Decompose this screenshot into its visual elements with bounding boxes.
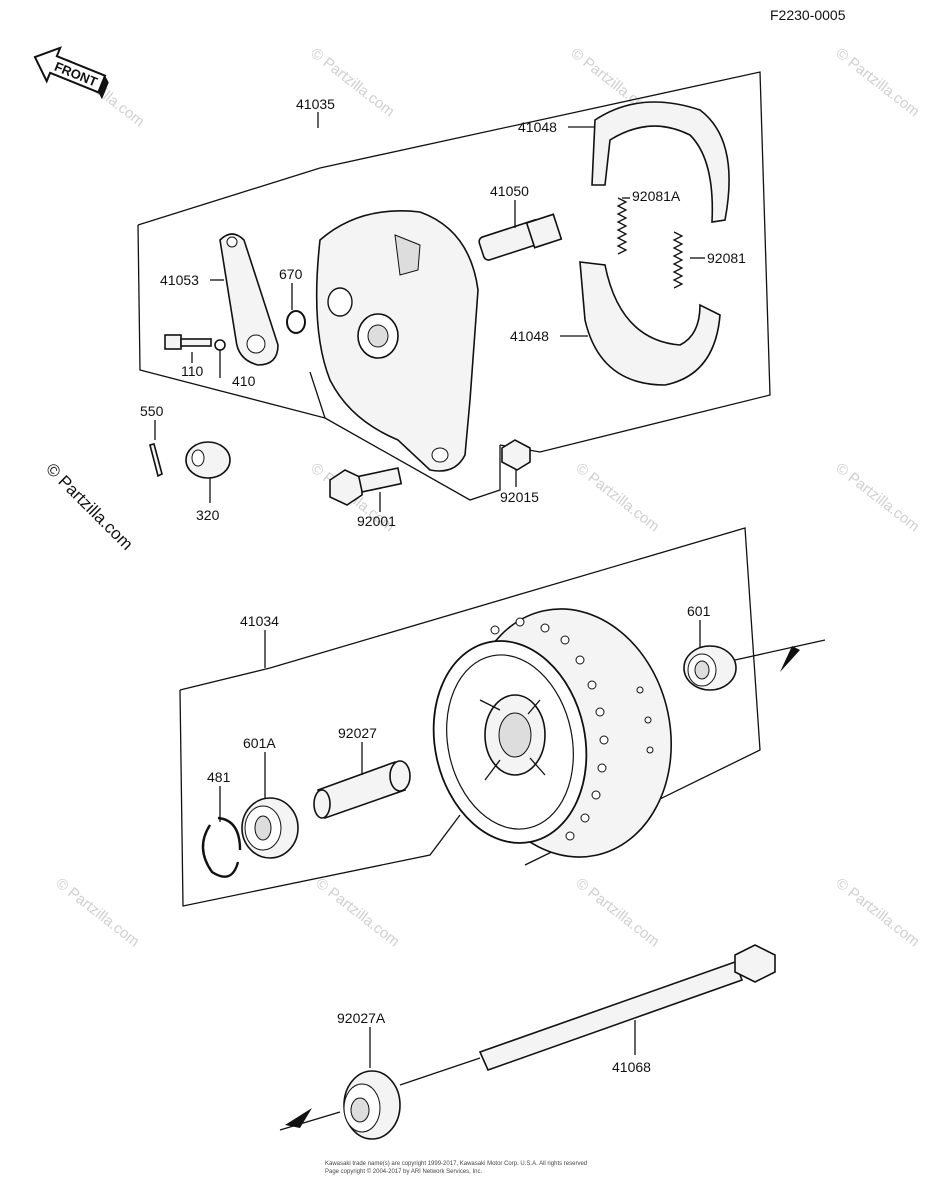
label-41048-upper: 41048 — [518, 119, 557, 135]
watermark: © Partzilla.com — [573, 875, 663, 951]
label-92001: 92001 — [357, 513, 396, 529]
figure-id: F2230-0005 — [770, 7, 846, 23]
watermark: © Partzilla.com — [833, 875, 923, 951]
group-outline — [137, 224, 326, 419]
seal-670 — [286, 310, 306, 334]
spacer-92027 — [313, 760, 411, 820]
copyright-line-2: Page copyright © 2004-2017 by ARI Networ… — [325, 1168, 482, 1175]
label-41068: 41068 — [612, 1059, 651, 1075]
group-outline — [324, 417, 501, 501]
label-41035: 41035 — [296, 96, 335, 112]
label-41050: 41050 — [490, 183, 529, 199]
label-601A: 601A — [243, 735, 276, 751]
label-110: 110 — [181, 363, 204, 379]
label-670: 670 — [279, 266, 303, 282]
watermark: © Partzilla.com — [53, 875, 143, 951]
label-320: 320 — [196, 507, 220, 523]
copyright-line-1: Kawasaki trade name(s) are copyright 199… — [325, 1161, 587, 1167]
castle-nut-320 — [185, 441, 231, 479]
watermark: © Partzilla.com — [313, 875, 403, 951]
camshaft — [478, 213, 563, 261]
group-outline — [179, 689, 461, 907]
brake-panel-group — [137, 71, 771, 512]
spring-92081 — [672, 231, 684, 289]
brake-shoe-lower — [579, 261, 721, 386]
watermark: © Partzilla.com — [573, 460, 663, 536]
label-41048-lower: 41048 — [510, 328, 549, 344]
label-92081A: 92081A — [632, 188, 681, 204]
axis-arrow-icon — [285, 1108, 312, 1128]
label-481: 481 — [207, 769, 231, 785]
brake-shoe-upper — [591, 101, 730, 223]
label-550: 550 — [140, 403, 164, 419]
watermark: © Partzilla.com — [833, 45, 923, 121]
axis-arrow-icon — [780, 646, 800, 672]
label-41053: 41053 — [160, 272, 199, 288]
label-92015: 92015 — [500, 489, 539, 505]
label-92081: 92081 — [707, 250, 746, 266]
front-hub — [432, 608, 673, 858]
hub-group — [179, 527, 826, 907]
bearing-601 — [683, 645, 737, 691]
group-outline — [179, 527, 761, 866]
watermark: © Partzilla.com — [833, 460, 923, 536]
label-41034: 41034 — [240, 613, 279, 629]
axle-group — [279, 944, 776, 1140]
label-92027: 92027 — [338, 725, 377, 741]
brake-lever — [219, 233, 279, 366]
axle-41068 — [478, 960, 744, 1072]
watermark-dark: © Partzilla.com — [42, 459, 136, 553]
camshaft-hole — [327, 287, 353, 317]
part-labels: 41035 41048 41050 92081A 92081 41053 670… — [140, 96, 746, 1075]
nut-92015 — [501, 439, 531, 471]
bearing-601A — [241, 797, 299, 859]
label-410: 410 — [232, 373, 256, 389]
bolt-92001 — [329, 467, 403, 506]
washer-410 — [214, 339, 226, 351]
group-outline — [137, 71, 771, 453]
front-arrow-icon: FRONT — [33, 46, 109, 100]
cotter-pin-550 — [149, 443, 163, 478]
label-601: 601 — [687, 603, 711, 619]
circlip-481 — [201, 816, 242, 878]
spring-92081A — [616, 197, 628, 255]
label-92027A: 92027A — [337, 1010, 386, 1026]
bolt-110 — [164, 334, 212, 350]
